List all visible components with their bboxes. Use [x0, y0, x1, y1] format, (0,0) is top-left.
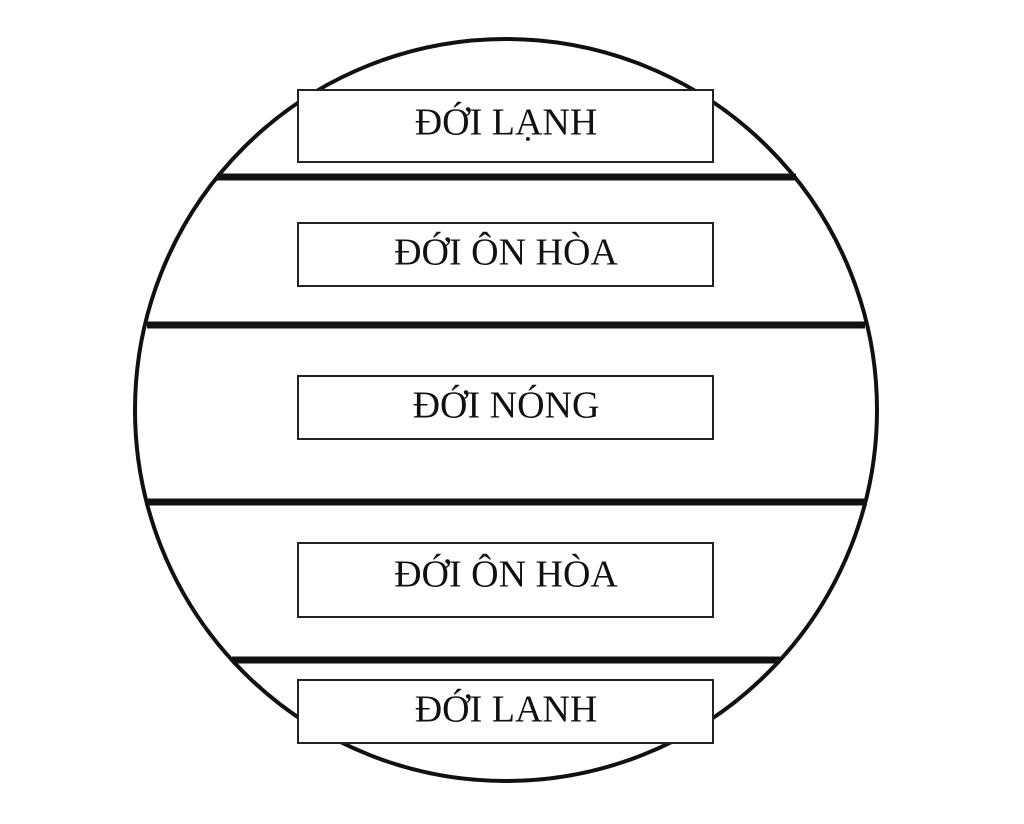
zone-north-cold: ĐỚI LẠNH [297, 89, 714, 163]
zone-label-box [297, 542, 714, 618]
zone-label: ĐỚI ÔN HÒA [394, 554, 618, 596]
zone-label-box [297, 375, 714, 440]
zone-label: ĐỚI LẠNH [415, 102, 598, 144]
zone-tropical: ĐỚI NÓNG [297, 375, 714, 440]
zone-label-box [297, 679, 714, 744]
zone-label-box [297, 222, 714, 287]
zone-south-cold: ĐỚI LANH [297, 679, 714, 744]
zone-south-temperate: ĐỚI ÔN HÒA [297, 542, 714, 618]
zone-label: ĐỚI LANH [415, 689, 598, 731]
zone-label-box [297, 89, 714, 163]
zone-label: ĐỚI NÓNG [413, 385, 600, 427]
zone-north-temperate: ĐỚI ÔN HÒA [297, 222, 714, 287]
zone-label: ĐỚI ÔN HÒA [394, 232, 618, 274]
